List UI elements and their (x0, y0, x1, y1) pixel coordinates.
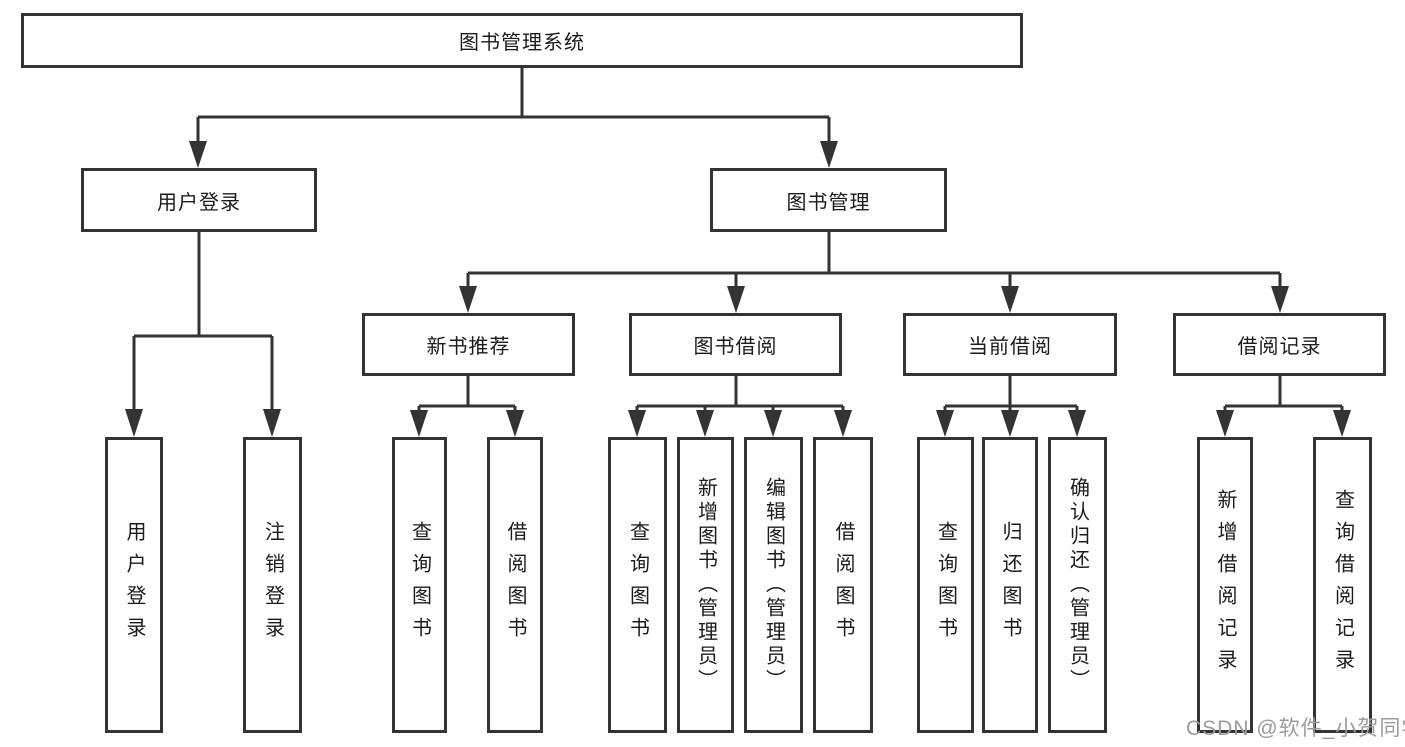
edges-book-borrow (628, 376, 852, 437)
node-book-mgmt: 图书管理 (710, 168, 947, 232)
leaf-record-add: 新增借阅记录 (1197, 437, 1253, 733)
leaf-current-query: 查询图书 (917, 437, 974, 733)
leaf-newbook-borrow: 借阅图书 (487, 437, 543, 733)
edges-book-mgmt (459, 232, 1289, 313)
edges-current-borrow (936, 376, 1086, 437)
node-book-borrow: 图书借阅 (629, 313, 842, 376)
leaf-borrow-edit-admin: 编辑图书（管理员） (744, 437, 803, 733)
leaf-current-return: 归还图书 (982, 437, 1038, 733)
edges-borrow-record (1216, 376, 1351, 437)
csdn-watermark: CSDN @软件_小贺同学 (1186, 717, 1405, 740)
node-new-book: 新书推荐 (362, 313, 575, 376)
node-borrow-record: 借阅记录 (1173, 313, 1386, 376)
leaf-current-confirm-admin: 确认归还（管理员） (1048, 437, 1107, 733)
leaf-record-query: 查询借阅记录 (1313, 437, 1372, 733)
leaf-logout: 注销登录 (243, 437, 302, 733)
edges-new-book (410, 376, 524, 437)
leaf-newbook-query: 查询图书 (392, 437, 447, 733)
edges-user-login (125, 232, 281, 437)
leaf-user-login: 用户登录 (105, 437, 163, 733)
leaf-borrow-query: 查询图书 (608, 437, 667, 733)
leaf-borrow-borrow: 借阅图书 (813, 437, 873, 733)
node-root: 图书管理系统 (21, 13, 1023, 68)
edges-root (189, 68, 838, 168)
node-user-login: 用户登录 (81, 168, 317, 232)
node-current-borrow: 当前借阅 (903, 313, 1117, 376)
leaf-borrow-add-admin: 新增图书（管理员） (677, 437, 734, 733)
